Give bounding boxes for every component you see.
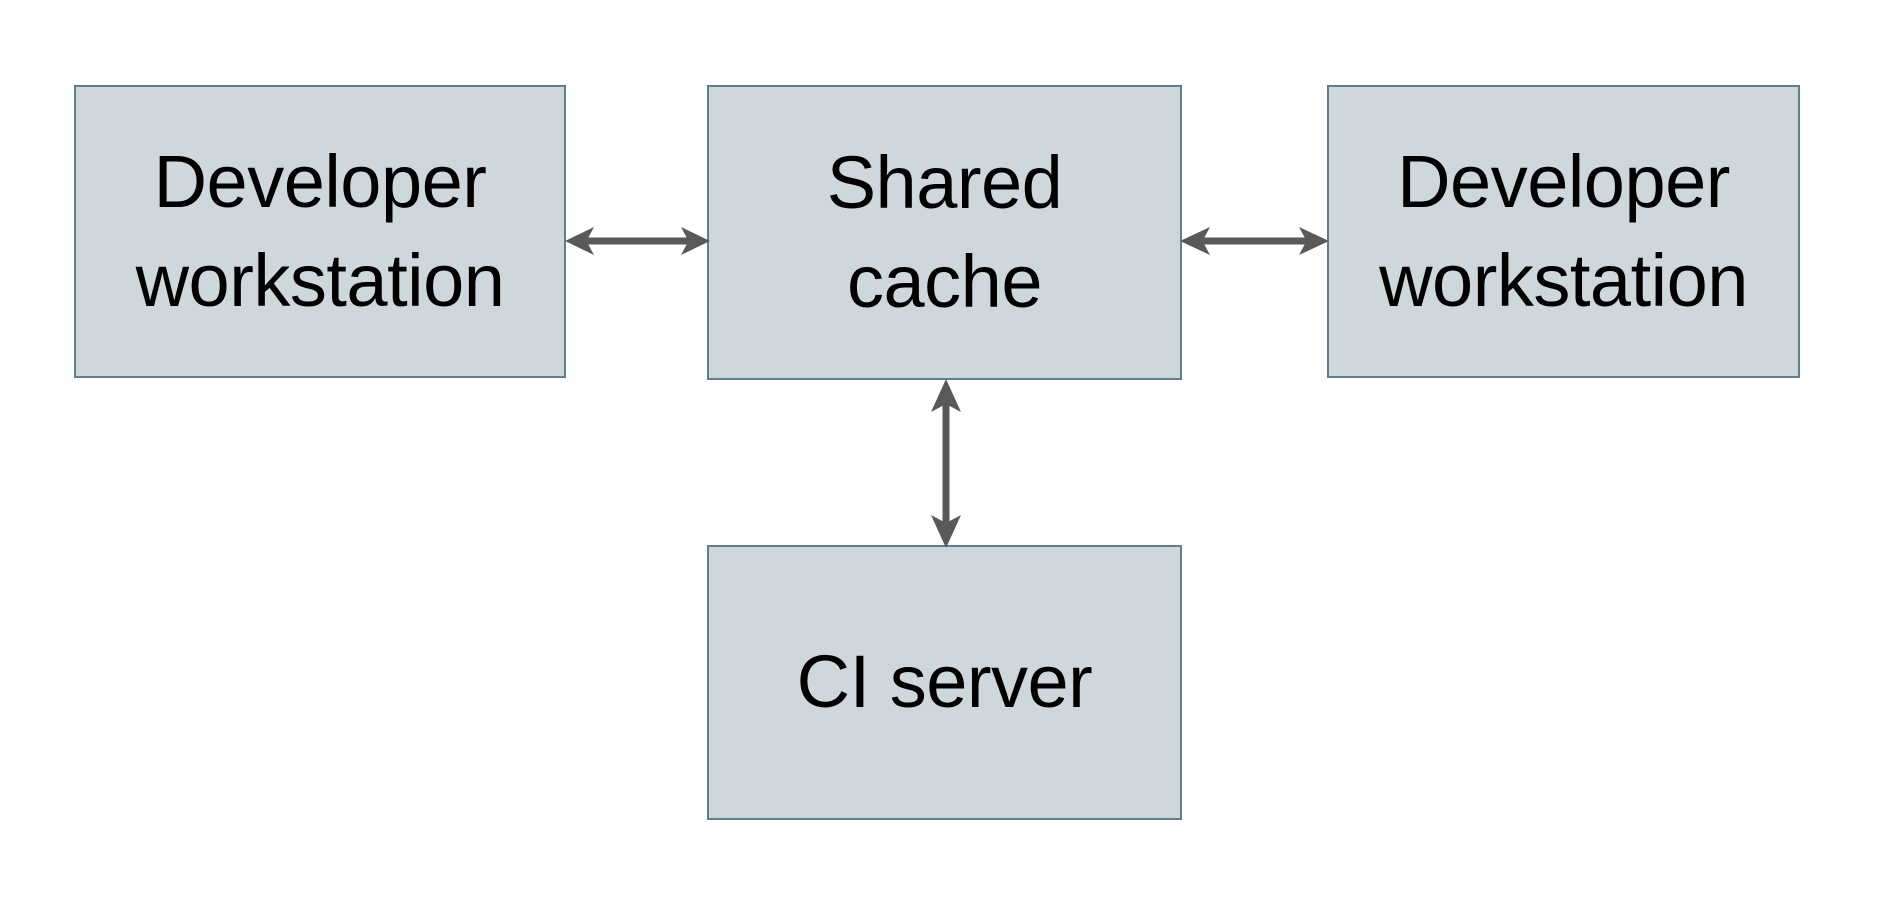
connector-developer-left-to-shared-cache	[565, 227, 710, 255]
connector-shared-cache-to-ci-server	[931, 379, 961, 548]
node-label-shared-cache: Shared cache	[826, 141, 1063, 323]
node-ci-server[interactable]: CI server	[707, 545, 1182, 820]
double-arrow-vertical-icon	[931, 379, 961, 548]
node-label-ci-server: CI server	[796, 640, 1093, 724]
connector-shared-cache-to-developer-right	[1180, 227, 1329, 255]
node-developer-workstation-left[interactable]: Developer workstation	[74, 85, 566, 378]
node-shared-cache[interactable]: Shared cache	[707, 85, 1182, 380]
double-arrow-horizontal-icon	[565, 227, 710, 255]
double-arrow-horizontal-icon	[1180, 227, 1329, 255]
node-label-developer-workstation-right: Developer workstation	[1379, 140, 1748, 322]
node-label-developer-workstation-left: Developer workstation	[135, 140, 505, 322]
node-developer-workstation-right[interactable]: Developer workstation	[1327, 85, 1800, 378]
